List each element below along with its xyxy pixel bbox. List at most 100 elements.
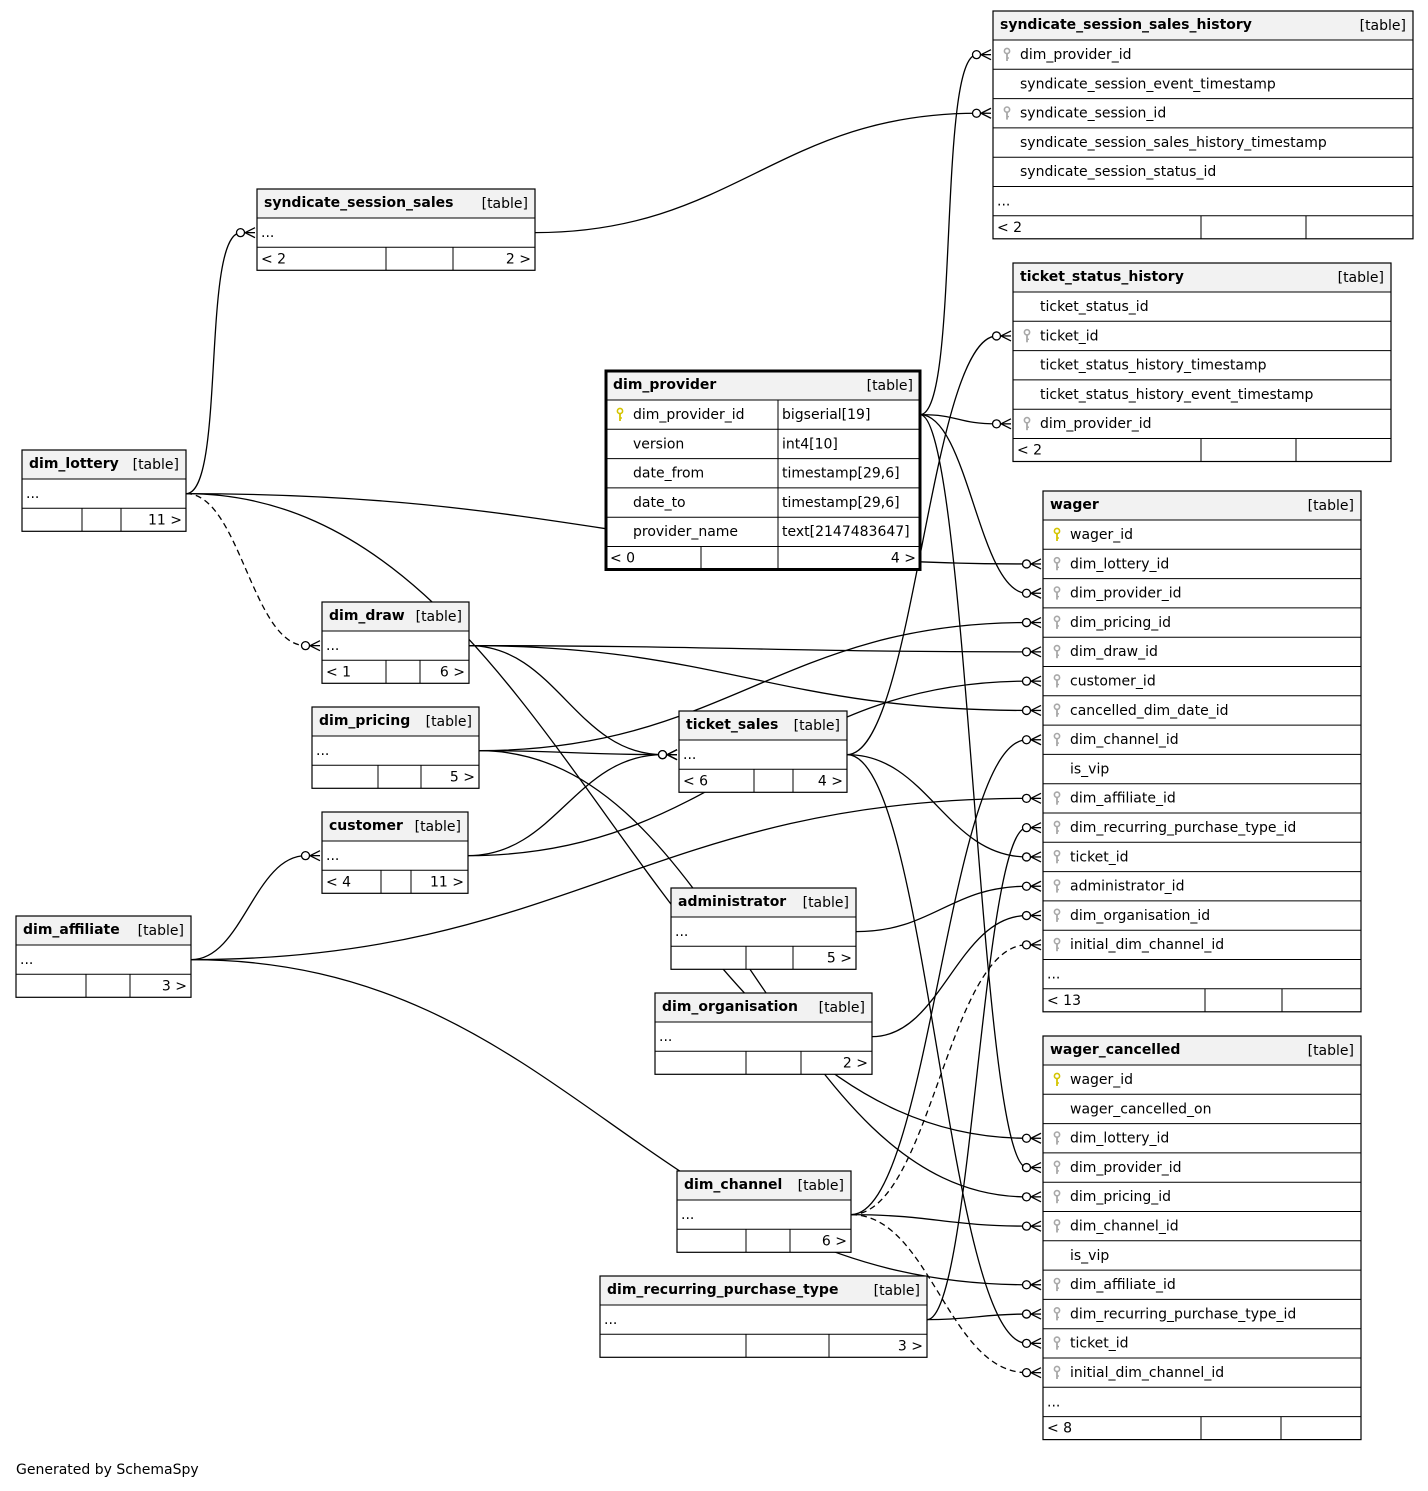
column-row-dim-affiliate-id[interactable]: dim_affiliate_id [1043,783,1361,807]
table-wager-cancelled[interactable]: wager_cancelled[table]wager_idwager_canc… [1042,1035,1362,1441]
table-more-columns[interactable]: ... [20,952,33,968]
foreign-key-icon [1053,586,1061,600]
column-row-is-vip[interactable]: is_vip [1043,1240,1361,1264]
column-name: ... [675,924,688,940]
table-more-columns[interactable]: ... [1043,1386,1361,1410]
column-row-dim-channel-id[interactable]: dim_channel_id [1043,724,1361,748]
table-more-columns[interactable]: ... [26,486,39,502]
column-row-dim-provider-id[interactable]: dim_provider_id [1013,408,1391,432]
column-row-ticket-id[interactable]: ticket_id [1043,1328,1361,1352]
edge-dim-organisation-to-wager [871,909,1042,1038]
table-frame [256,188,536,271]
column-row-dim-lottery-id[interactable]: dim_lottery_id [1043,1123,1361,1147]
column-row-wager-id[interactable]: wager_id [1053,1072,1133,1088]
column-row-dim-recurring-purchase-type-id[interactable]: dim_recurring_purchase_type_id [1043,812,1361,836]
primary-key-icon [1053,527,1061,541]
column-row-dim-draw-id[interactable]: dim_draw_id [1043,636,1361,660]
column-row-wager-cancelled-on[interactable]: wager_cancelled_on [1043,1093,1361,1117]
column-row-dim-provider-id[interactable]: dim_provider_id [1043,1152,1361,1176]
edge-ticket-sales-to-ticket-status-history [846,330,1012,756]
table-more-columns[interactable]: ... [681,1207,694,1223]
column-row-initial-dim-channel-id[interactable]: initial_dim_channel_id [1043,1357,1361,1381]
table-more-columns[interactable]: ... [675,924,688,940]
edge-dim-pricing-to-wager-cancelled [478,750,1042,1203]
parent-count: < 13 [1047,993,1081,1009]
table-dim-channel[interactable]: dim_channel[table]...6 > [676,1170,852,1253]
table-more-columns[interactable]: ... [683,747,696,763]
table-dim-lottery[interactable]: dim_lottery[table]...11 > [21,449,187,532]
crows-foot-icon [1000,330,1012,342]
column-row-ticket-status-history-event-timestamp[interactable]: ticket_status_history_event_timestamp [1013,379,1391,403]
table-dim-affiliate[interactable]: dim_affiliate[table]...3 > [15,915,192,998]
table-more-columns[interactable]: ... [1043,959,1361,983]
table-dim-pricing[interactable]: dim_pricing[table]...5 > [311,706,480,789]
table-type-tag: [table] [426,714,472,730]
column-row-ticket-id[interactable]: ticket_id [1013,320,1391,344]
table-administrator[interactable]: administrator[table]...5 > [670,887,857,970]
edge-dim-provider-to-ticket-status-history [919,414,1012,430]
table-more-columns[interactable]: ... [993,186,1413,210]
column-row-wager-id[interactable]: wager_id [1053,527,1133,543]
column-row-ticket-id[interactable]: ticket_id [1043,841,1361,865]
column-row-syndicate-session-status-id[interactable]: syndicate_session_status_id [993,156,1413,180]
child-count: 11 > [430,874,464,890]
table-more-columns[interactable]: ... [604,1312,617,1328]
optional-circle-icon [1021,735,1032,745]
edge-dim-draw-to-wager [468,645,1042,658]
column-row-dim-pricing-id[interactable]: dim_pricing_id [1043,1181,1361,1205]
table-dim-organisation[interactable]: dim_organisation[table]...2 > [654,992,873,1075]
column-row-dim-provider-id[interactable]: dim_provider_id [1043,578,1361,602]
column-row-syndicate-session-id[interactable]: syndicate_session_id [993,98,1413,122]
column-row-ticket-status-history-timestamp[interactable]: ticket_status_history_timestamp [1013,350,1391,374]
foreign-key-icon [1003,106,1011,120]
optional-circle-icon [971,108,982,118]
table-frame [676,1170,852,1253]
column-row-administrator-id[interactable]: administrator_id [1043,871,1361,895]
edge-dim-lottery-to-syndicate-session-sales [185,227,256,495]
table-more-columns[interactable]: ... [326,638,339,654]
column-row-dim-affiliate-id[interactable]: dim_affiliate_id [1043,1269,1361,1293]
column-row-cancelled-dim-date-id[interactable]: cancelled_dim_date_id [1043,695,1361,719]
optional-circle-icon [1021,705,1032,716]
column-row-syndicate-session-sales-history-timestamp[interactable]: syndicate_session_sales_history_timestam… [993,127,1413,151]
table-more-columns[interactable]: ... [659,1029,672,1045]
crows-foot-icon [1030,822,1042,834]
column-row-dim-channel-id[interactable]: dim_channel_id [1043,1211,1361,1235]
table-syndicate-session-sales-history[interactable]: syndicate_session_sales_history[table]di… [992,10,1414,240]
column-row-dim-pricing-id[interactable]: dim_pricing_id [1043,607,1361,631]
table-more-columns[interactable]: ... [326,848,339,864]
crows-foot-icon [1030,909,1042,922]
table-wager[interactable]: wager[table]wager_iddim_lottery_iddim_pr… [1042,490,1362,1013]
column-row-initial-dim-channel-id[interactable]: initial_dim_channel_id [1043,929,1361,953]
table-ticket-status-history[interactable]: ticket_status_history[table]ticket_statu… [1012,262,1392,463]
column-row-dim-lottery-id[interactable]: dim_lottery_id [1043,548,1361,572]
column-row-is-vip[interactable]: is_vip [1043,753,1361,777]
table-more-columns[interactable]: ... [261,225,274,241]
foreign-key-icon [1053,1160,1061,1174]
column-row-customer-id[interactable]: customer_id [1043,666,1361,690]
column-row-syndicate-session-event-timestamp[interactable]: syndicate_session_event_timestamp [993,68,1413,92]
edge-dim-affiliate-to-wager-cancelled [190,959,1042,1291]
column-row-ticket-status-id[interactable]: ticket_status_id [1040,299,1149,315]
table-name: dim_channel [684,1177,782,1193]
table-more-columns[interactable]: ... [316,743,329,759]
table-type-tag: [table] [1360,18,1406,34]
child-count: 6 > [822,1233,847,1249]
table-dim-recurring-purchase-type[interactable]: dim_recurring_purchase_type[table]...3 > [599,1275,928,1358]
column-row-dim-provider-id[interactable]: dim_provider_id [1003,47,1132,63]
column-name: initial_dim_channel_id [1070,937,1224,953]
foreign-key-icon [1053,791,1061,805]
column-row-dim-recurring-purchase-type-id[interactable]: dim_recurring_purchase_type_id [1043,1298,1361,1322]
column-row-dim-organisation-id[interactable]: dim_organisation_id [1043,900,1361,924]
